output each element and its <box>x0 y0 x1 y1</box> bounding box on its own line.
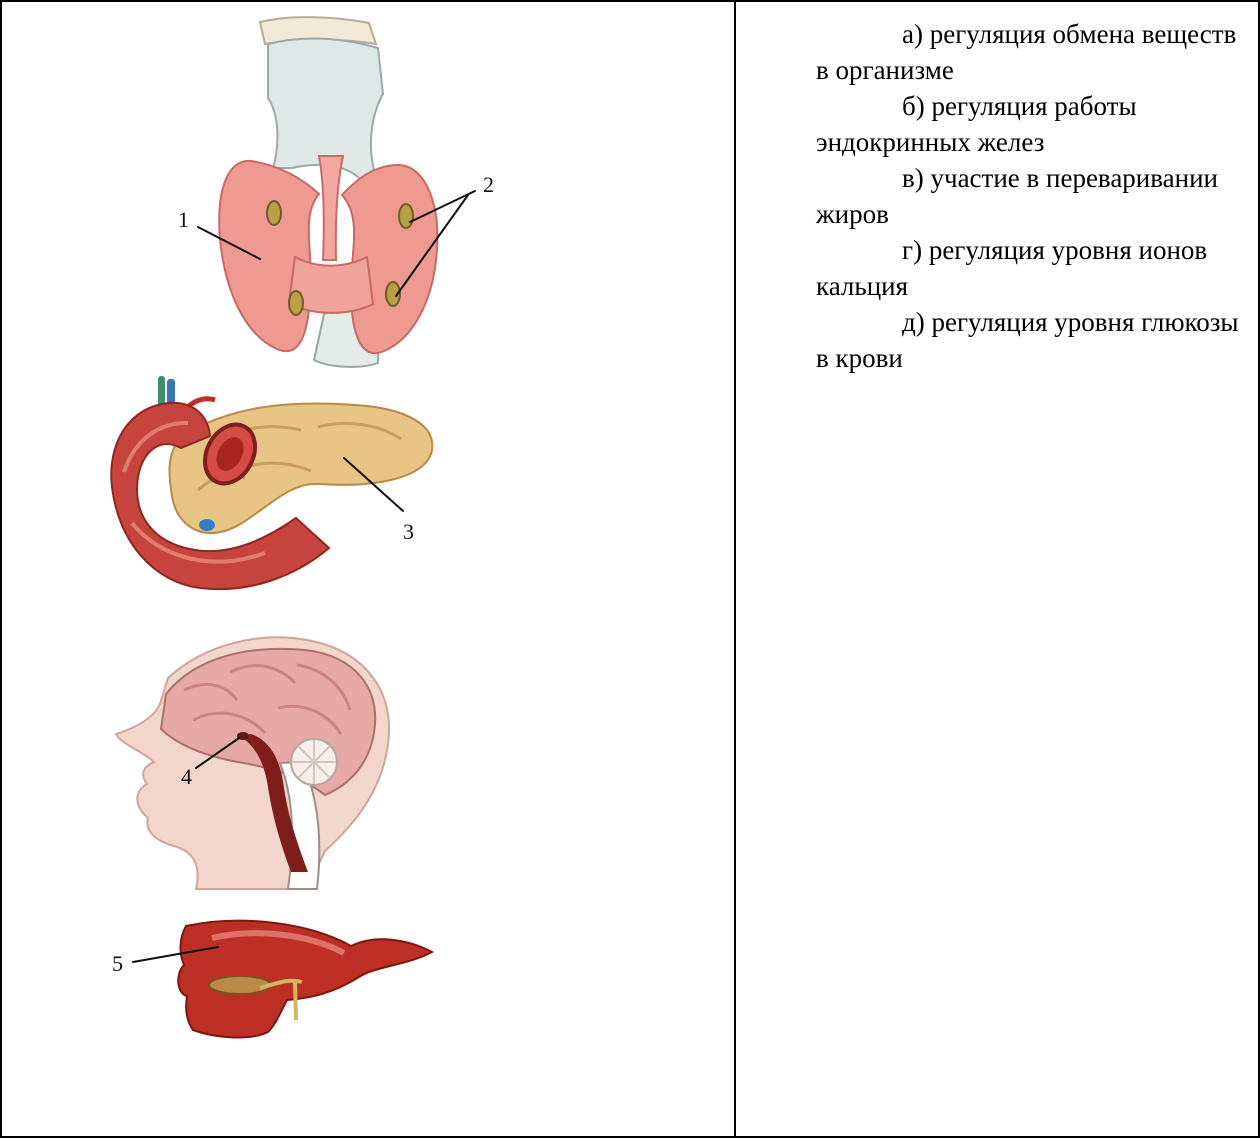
option-c: в) участие в переваривании жиров <box>816 160 1246 232</box>
liver-figure: 5 <box>106 912 442 1044</box>
table-divider <box>734 0 736 1138</box>
label-1: 1 <box>178 207 189 232</box>
option-b: б) регуляция работы эндокринных желез <box>816 88 1246 160</box>
pancreas-figure: 3 <box>98 372 443 602</box>
functions-cell: а) регуляция обмена веществ в организме … <box>737 2 1258 1136</box>
option-d: г) регуляция уровня ионов кальция <box>816 232 1246 304</box>
figures-cell: 1 2 3 4 <box>2 2 734 1136</box>
parathyroid-upper-right <box>399 204 413 228</box>
thyroid-figure: 1 2 <box>168 14 518 368</box>
parathyroid-lower-left <box>289 291 303 315</box>
label-5: 5 <box>112 951 123 976</box>
gallbladder <box>209 976 271 994</box>
option-a: а) регуляция обмена веществ в организме <box>816 16 1246 88</box>
option-e: д) регуляция уровня глюкозы в крови <box>816 304 1246 376</box>
blue-vessel <box>199 519 215 531</box>
label-3: 3 <box>403 519 414 544</box>
label-4: 4 <box>181 764 192 789</box>
cerebellum-rays <box>292 740 336 784</box>
function-options: а) регуляция обмена веществ в организме … <box>816 16 1246 376</box>
parathyroid-upper-left <box>267 201 281 225</box>
thyroid-left-lobe <box>219 161 319 351</box>
brain-figure: 4 <box>114 630 414 890</box>
pyramidal-lobe <box>319 156 343 260</box>
label-2: 2 <box>483 172 494 197</box>
